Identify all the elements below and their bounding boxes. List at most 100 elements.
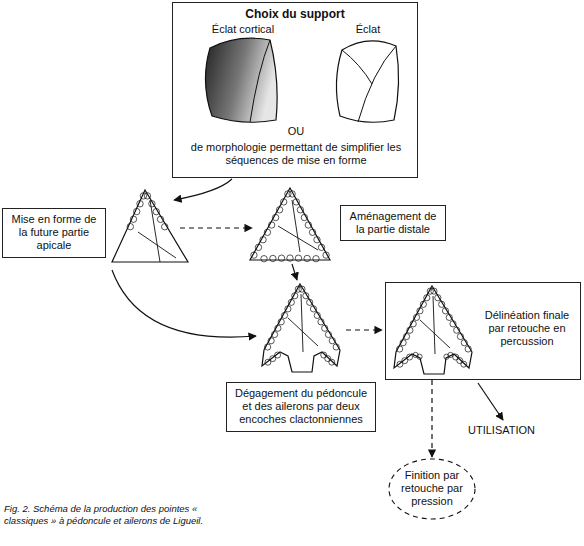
retouch-scar [307, 299, 313, 305]
alternative-label: OU [273, 125, 319, 138]
retouch-scar [424, 295, 430, 301]
retouch-scar [278, 255, 284, 261]
flake-ridge [301, 294, 303, 352]
retouch-scar [420, 301, 426, 307]
process-text: Dégagement du pédoncule et des ailerons … [227, 383, 375, 431]
flow-arrow [180, 227, 252, 228]
retouch-scar [439, 301, 445, 307]
retouch-scar [268, 338, 274, 344]
flake-ridge [420, 320, 450, 348]
process-box: Dégagement du pédoncule et des ailerons … [226, 382, 376, 432]
box-heading: Choix du support [173, 7, 417, 21]
retouch-scar [325, 356, 331, 362]
retouch-scar [157, 216, 163, 222]
retouch-scar [435, 295, 441, 301]
retouch-scar [276, 207, 282, 213]
retouch-scar [287, 255, 293, 261]
process-box: Délinéation finale par retouche en percu… [385, 282, 581, 380]
retouch-scar [295, 255, 301, 261]
retouch-scar [333, 344, 339, 350]
flake-ridge [288, 318, 318, 346]
retouch-scar [309, 229, 315, 235]
cortical-flake [205, 38, 277, 122]
point-outline [262, 284, 340, 372]
process-text: Finition par retouche par pression [398, 469, 466, 509]
retouch-scar [133, 208, 139, 214]
retouch-scar [314, 312, 320, 318]
flow-arrow [292, 264, 297, 280]
retouch-scar [280, 199, 286, 205]
retouch-scar [153, 208, 159, 214]
point-outline [250, 188, 330, 260]
flow-arrow [112, 270, 256, 337]
retouch-scar [461, 340, 467, 346]
flow-arrow [478, 383, 503, 420]
retouch-scar [397, 361, 403, 367]
retouch-scar [322, 325, 328, 331]
flake-label: Éclat [321, 23, 415, 36]
flake-ridge [342, 46, 396, 122]
retouch-scar [268, 222, 274, 228]
point-outline [394, 286, 472, 374]
retouch-scar [403, 333, 409, 339]
retouch-scar [313, 256, 319, 262]
retouch-scar [275, 325, 281, 331]
retouch-scar [454, 327, 460, 333]
retouch-scar [301, 214, 307, 220]
plain-flake [336, 41, 398, 122]
retouch-scar [465, 346, 471, 352]
retouch-scar [127, 223, 133, 229]
retouch-scar [310, 306, 316, 312]
retouch-scar [303, 293, 309, 299]
retouch-scar [453, 354, 459, 360]
retouch-scar [321, 352, 327, 358]
retouch-scar [285, 191, 291, 197]
retouch-scar [270, 255, 276, 261]
retouch-scar [431, 288, 437, 294]
retouch-scar [397, 346, 403, 352]
retouch-scar [457, 358, 463, 364]
retouch-scar [260, 237, 266, 243]
retouch-scar [293, 199, 299, 205]
process-text: Délinéation finale par retouche en percu… [476, 309, 578, 349]
retouch-scar [271, 331, 277, 337]
retouch-scar [457, 333, 463, 339]
retouch-scar [272, 214, 278, 220]
flake-label: Éclat cortical [191, 23, 295, 36]
retouch-scar [140, 193, 146, 199]
support-choice-box: Choix du supportÉclat cortical ÉclatOU de … [172, 2, 418, 178]
retouch-scar [417, 308, 423, 314]
retouch-scar [149, 201, 155, 207]
retouch-scar [407, 327, 413, 333]
retouch-scar [255, 244, 261, 250]
retouch-scar [446, 314, 452, 320]
retouch-scar [329, 338, 335, 344]
retouch-scar [251, 252, 257, 258]
retouch-scar [285, 306, 291, 312]
point-drawings [112, 188, 472, 374]
retouch-scar [325, 331, 331, 337]
box-description: de morphologie permettant de simplifier … [183, 141, 409, 167]
flake-ridge [138, 232, 176, 258]
retouch-scar [278, 319, 284, 325]
retouch-scar [329, 359, 335, 365]
ellipse-outline [389, 459, 475, 519]
retouch-scar [413, 352, 418, 357]
retouch-scar [413, 314, 419, 320]
retouch-scar [318, 244, 324, 250]
flake-ridge [433, 296, 435, 354]
retouch-scar [295, 286, 301, 292]
point-outline [112, 190, 188, 262]
retouch-scar [297, 207, 303, 213]
dashed-arrow [431, 380, 432, 457]
flake-ridge [250, 40, 270, 122]
process-box: Mise en forme de la future partie apical… [2, 208, 106, 258]
retouch-scar [461, 361, 467, 367]
retouch-scar [305, 222, 311, 228]
retouch-scar [292, 293, 298, 299]
flow-arrow [346, 329, 382, 330]
retouch-scar [137, 201, 143, 207]
retouch-scar [261, 256, 267, 262]
